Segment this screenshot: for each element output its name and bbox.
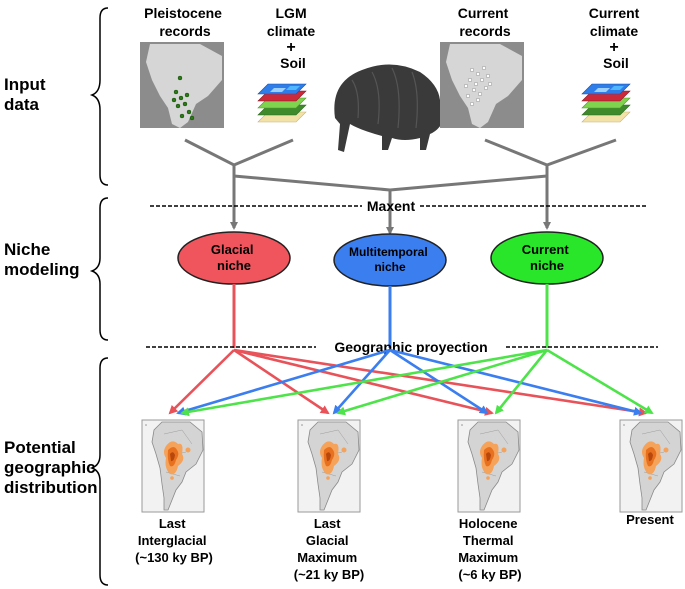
- period-label-present: Present: [626, 512, 674, 527]
- svg-text:Glacial niche: Glacial niche: [211, 242, 257, 273]
- distribution-map-lgm: [297, 419, 361, 513]
- distribution-map-holocene: [457, 419, 521, 513]
- distribution-map-last-interglacial: [141, 419, 205, 513]
- period-label-last-interglacial: Last Interglacial (~130 ky BP): [135, 516, 213, 565]
- current-niche-node: Current niche: [490, 231, 604, 285]
- header-pleistocene-records: Pleistocene records: [144, 5, 226, 39]
- armadillo-icon: [334, 64, 453, 152]
- brace-modeling: [89, 197, 109, 341]
- current-layers-icon: [581, 83, 631, 123]
- current-records-map-icon: [440, 42, 524, 128]
- pleistocene-records-map-icon: [140, 42, 224, 128]
- period-label-lgm: Last Glacial Maximum (~21 ky BP): [294, 516, 364, 582]
- lgm-layers-icon: [257, 83, 307, 123]
- brace-distribution: [89, 357, 109, 586]
- header-lgm-climate-soil: LGM climate + Soil: [267, 5, 319, 71]
- distribution-map-present: [619, 419, 683, 513]
- input-merge-arrows: [184, 138, 617, 235]
- multitemporal-niche-node: Multitemporal niche: [333, 233, 447, 287]
- section-label-distribution: Potential geographic distribution: [4, 438, 100, 497]
- svg-text:Current niche: Current niche: [522, 242, 573, 273]
- glacial-niche-node: Glacial niche: [177, 231, 291, 285]
- brace-input: [89, 7, 109, 186]
- svg-text:Multitemporal niche: Multitemporal niche: [349, 245, 431, 274]
- geographic-projection-label: Geographic proyection: [334, 339, 487, 355]
- section-label-modeling: Niche modeling: [4, 240, 80, 279]
- header-current-climate-soil: Current climate + Soil: [589, 5, 643, 71]
- header-current-records: Current records: [458, 5, 512, 39]
- period-label-holocene: Holocene Thermal Maximum (~6 ky BP): [458, 516, 522, 582]
- projection-arrows: [168, 348, 654, 417]
- maxent-label: Maxent: [367, 198, 416, 214]
- section-label-input: Input data: [4, 75, 50, 114]
